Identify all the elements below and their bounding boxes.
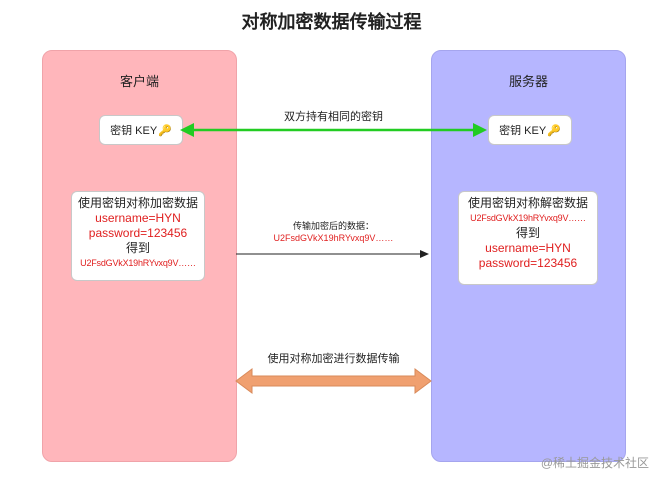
server-box-line1: 使用密钥对称解密数据 bbox=[467, 196, 588, 210]
transfer-arrow bbox=[236, 250, 429, 258]
server-key-label: 密钥 KEY bbox=[499, 125, 547, 137]
client-box-line1: 使用密钥对称加密数据 bbox=[77, 196, 198, 210]
diagram-title: 对称加密数据传输过程 bbox=[241, 12, 422, 32]
shared-key-arrow bbox=[180, 123, 487, 137]
client-box-line2: username=HYN bbox=[95, 211, 181, 225]
server-box-line5: password=123456 bbox=[478, 256, 578, 270]
watermark: @稀土掘金技术社区 bbox=[540, 456, 649, 470]
key-icon: 🔑 bbox=[158, 124, 172, 137]
key-icon: 🔑 bbox=[547, 124, 561, 137]
server-info-box: 使用密钥对称解密数据 U2FsdGVkX19hRYvxq9V…… 得到 user… bbox=[458, 191, 598, 285]
symmetric-transfer-arrow bbox=[235, 368, 432, 394]
server-key-box: 密钥 KEY 🔑 bbox=[488, 115, 572, 145]
server-panel: 服务器 密钥 KEY 🔑 使用密钥对称解密数据 U2FsdGVkX19hRYvx… bbox=[431, 50, 626, 462]
client-title: 客户端 bbox=[119, 74, 159, 89]
server-box-line3: 得到 bbox=[515, 226, 540, 240]
transfer-label: 传输加密后的数据： bbox=[292, 221, 374, 231]
server-title: 服务器 bbox=[508, 74, 548, 89]
client-box-line4: 得到 bbox=[125, 241, 150, 255]
client-key-label: 密钥 KEY bbox=[110, 125, 158, 137]
client-panel: 客户端 密钥 KEY 🔑 使用密钥对称加密数据 username=HYN pas… bbox=[42, 50, 237, 462]
server-box-line2: U2FsdGVkX19hRYvxq9V…… bbox=[470, 213, 586, 223]
symmetric-transfer-label: 使用对称加密进行数据传输 bbox=[267, 353, 400, 365]
transfer-value: U2FsdGVkX19hRYvxq9V…… bbox=[273, 233, 394, 243]
server-box-line4: username=HYN bbox=[485, 241, 571, 255]
client-box-line3: password=123456 bbox=[88, 226, 188, 240]
shared-key-label: 双方持有相同的密钥 bbox=[284, 111, 383, 123]
client-box-line5: U2FsdGVkX19hRYvxq9V…… bbox=[80, 258, 196, 268]
client-info-box: 使用密钥对称加密数据 username=HYN password=123456 … bbox=[71, 191, 205, 281]
